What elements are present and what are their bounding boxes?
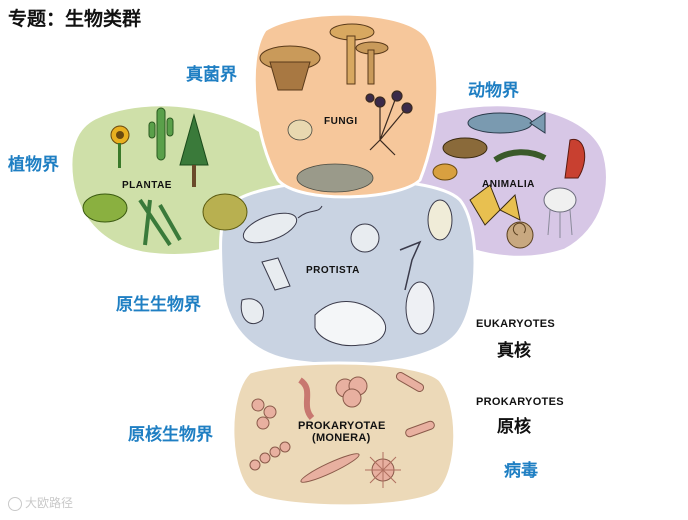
watermark: 大欧路径 bbox=[8, 494, 73, 511]
virus-cn-label: 病毒 bbox=[504, 456, 538, 481]
page-title: 专题：生物类群 bbox=[8, 4, 141, 31]
eukaryotes-en-label: EUKARYOTES bbox=[476, 318, 555, 330]
watermark-icon bbox=[8, 497, 22, 511]
protista-en-label: PROTISTA bbox=[306, 265, 360, 276]
fungi-en-label: FUNGI bbox=[324, 116, 358, 127]
eukaryotes-cn-label: 真核 bbox=[497, 336, 531, 361]
monera-en-label-line2: (MONERA) bbox=[312, 432, 371, 444]
prokaryotes-en-label: PROKARYOTES bbox=[476, 396, 564, 408]
animalia-cn-label: 动物界 bbox=[468, 76, 519, 101]
plantae-en-label: PLANTAE bbox=[122, 180, 172, 191]
monera-en-label-line1: PROKARYOTAE bbox=[298, 420, 386, 432]
protista-cn-label: 原生生物界 bbox=[116, 290, 201, 315]
animalia-en-label: ANIMALIA bbox=[482, 179, 535, 190]
monera-cn-label: 原核生物界 bbox=[128, 420, 213, 445]
plantae-cn-label: 植物界 bbox=[8, 150, 59, 175]
fungi-cn-label: 真菌界 bbox=[186, 60, 237, 85]
prokaryotes-cn-label: 原核 bbox=[497, 412, 531, 437]
watermark-text: 大欧路径 bbox=[25, 496, 73, 510]
